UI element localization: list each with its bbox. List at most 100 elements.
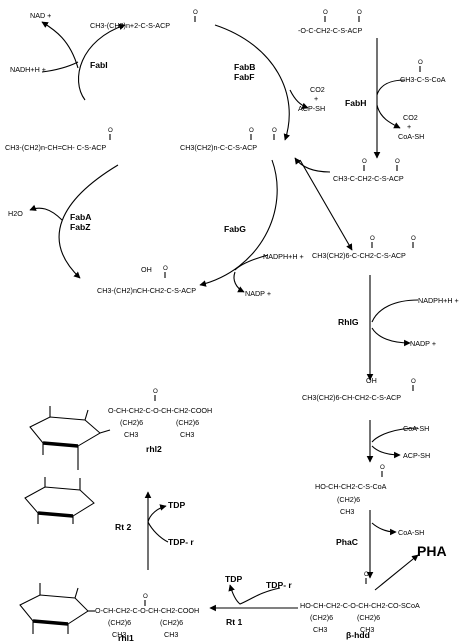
hydroxydecanoyl-chain: (CH2)6 [337,495,360,504]
enzyme-phac: PhaC [336,537,358,547]
diagonal-to-c8 [299,159,353,251]
svg-text:O: O [143,593,148,600]
bhdd-formula: HO-CH-CH2-C-O-CH-CH2-CO-SCoA [300,601,420,610]
acyl-acp: CH3(CH2)n-C-C-S-ACP [180,143,257,152]
enzyme-fabh: FabH [345,98,366,108]
fabi-arrow [77,23,126,101]
fabg-arrow [199,159,278,287]
acyl-acp-elongated: CH3-(CH2)n+2-C-S-ACP [90,21,170,30]
svg-text:O: O [272,127,277,134]
enzyme-rt1: Rt 1 [226,617,242,627]
svg-text:O: O [411,235,416,242]
ketoacyl-c8: CH3(CH2)6-C-CH2-C-S-ACP [312,251,406,260]
enzyme-fabf: FabF [234,72,255,82]
hydroxydecanoyl-coa: HO-CH-CH2-C-S-CoA [315,482,387,491]
nad-branch [41,21,79,69]
enzyme-fabz: FabZ [70,222,91,232]
enzyme-rhlg: RhlG [338,317,359,327]
tdp-rt1-label: TDP [225,574,242,584]
co2-fabh-plus: + [407,122,411,131]
acpsh-fabbf-label: ACP-SH [298,104,325,113]
rhl1-formula: O-CH-CH2-C-O-CH-CH2-COOH [95,606,199,615]
nadp-fabg-out [233,271,245,293]
enzyme-fabb: FabB [234,62,255,72]
nadp-rhlg-out [371,327,411,347]
fabbf-arrow [214,24,291,141]
svg-text:O: O [323,9,328,16]
nadp-rhlg-label: NADP + [410,339,436,348]
hydroxyacyl-oh: OH [141,265,152,274]
tdpr-rt2-label: TDP- r [168,537,194,547]
hydroxyacyl-acp: CH3-(CH2)nCH-CH2-C-S-ACP [97,286,196,295]
rhl2-sugar-ring-a [29,406,111,470]
rhl2-chain-1: (CH2)6 [120,418,143,427]
enzyme-faba: FabA [70,212,91,222]
nadph-rhlg-label: NADPH+H + [418,296,459,305]
svg-text:O: O [163,265,168,272]
bhdd-to-pha [374,554,419,591]
acetoacetyl-to-acyl [294,157,331,173]
h2o-out [29,204,63,221]
nadph-fabg-label: NADPH+H + [263,252,304,261]
svg-text:O: O [153,388,158,395]
bhdd-label: β-hdd [346,630,370,640]
h2o-label: H2O [8,209,23,218]
rhl1-chain-1: (CH2)6 [108,618,131,627]
hydroxydecanoyl-ch3: CH3 [340,507,354,516]
svg-text:O: O [411,378,416,385]
rhl1-chain-2: (CH2)6 [160,618,183,627]
acetylcoa-in [376,79,406,96]
hydroxyacyl-c8: CH3(CH2)6-CH-CH2-C-S-ACP [302,393,401,402]
acetoacetyl-acp: CH3-C-CH2-C-S-ACP [333,174,404,183]
svg-text:O: O [364,571,369,578]
nadp-fabg-label: NADP + [245,289,271,298]
svg-text:O: O [418,59,423,66]
bhdd-ch3-2: CH3 [360,625,374,634]
rhl2-formula: O-CH-CH2-C-O-CH-CH2-COOH [108,406,212,415]
rhl2-sugar-ring-b [24,477,95,524]
coash-fabh-label: CoA-SH [398,132,424,141]
svg-text:O: O [362,158,367,165]
nad-label: NAD + [30,11,51,20]
fabbf-byproduct [289,89,309,110]
rt1-cofactor [228,584,281,605]
acpsh-out [371,445,401,459]
svg-text:O: O [249,127,254,134]
fabab-arrow [58,164,119,279]
enzyme-fabg: FabG [224,224,246,234]
co2-fabbf-label: CO2 [310,85,325,94]
enoyl-acp: CH3-(CH2)n-CH=CH- C-S-ACP [5,143,106,152]
rhl1-ch3-1: CH3 [112,630,126,639]
coash-in [371,427,419,443]
svg-text:O: O [380,464,385,471]
coash-in-label: CoA-SH [403,424,429,433]
co2-fabbf-plus: + [314,94,318,103]
nadph-rhlg-in [371,299,419,323]
bhdd-ch3-1: CH3 [313,625,327,634]
rhl2-label: rhl2 [146,444,162,454]
rhl1-label: rhl1 [118,633,134,643]
rhl2-ch3-2: CH3 [180,430,194,439]
rhl2-chain-2: (CH2)6 [176,418,199,427]
nadph-fabg-in [234,254,269,271]
co2-fabh-label: CO2 [403,113,418,122]
rt2-cofactor [147,504,169,543]
svg-text:O: O [193,9,198,16]
hydroxyacyl-c8-oh: OH [366,376,377,385]
enzyme-rt2: Rt 2 [115,522,131,532]
malonyl-acp: -O-C-CH2-C-S-ACP [298,26,362,35]
svg-text:O: O [357,9,362,16]
svg-text:O: O [370,235,375,242]
tdp-rt2-label: TDP [168,500,185,510]
bhdd-chain-2: (CH2)6 [357,613,380,622]
acetyl-coa: CH3-C-S-CoA [400,75,446,84]
rhl1-sugar-ring [19,583,95,634]
tdpr-rt1-label: TDP- r [266,580,292,590]
pha-label: PHA [417,543,447,559]
bhdd-chain-1: (CH2)6 [310,613,333,622]
coash-phac-out [371,522,397,536]
svg-text:O: O [395,158,400,165]
nadh-label: NADH+H + [10,65,46,74]
